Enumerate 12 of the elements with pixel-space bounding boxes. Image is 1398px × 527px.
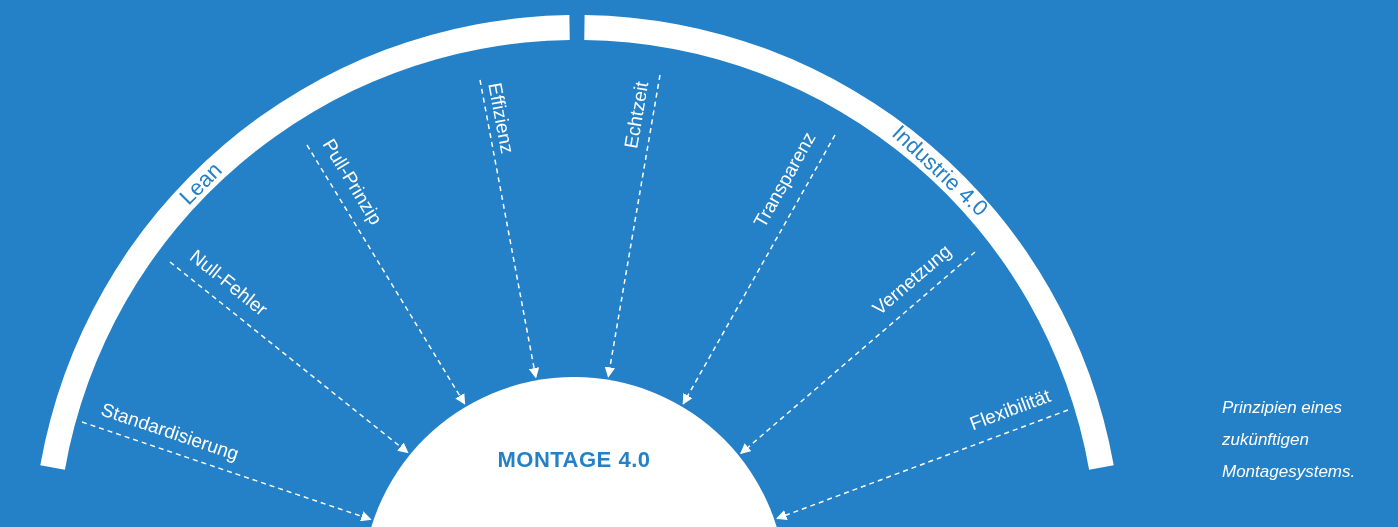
dashed-arrow	[479, 79, 540, 379]
dashed-arrow	[682, 134, 836, 405]
caption: Prinzipien eines zukünftigen Montagesystems.	[1222, 397, 1357, 483]
principle-label: Effizienz	[482, 80, 518, 156]
dashed-arrow	[740, 251, 976, 455]
dashed-arrow	[169, 261, 409, 454]
dashed-arrow	[604, 74, 661, 378]
dashed-arrow	[776, 409, 1069, 521]
principle-label: Echtzeit	[620, 79, 654, 151]
center-title: MONTAGE 4.0	[496, 447, 652, 473]
dashed-arrow	[306, 144, 466, 405]
dashed-arrow	[81, 421, 372, 522]
